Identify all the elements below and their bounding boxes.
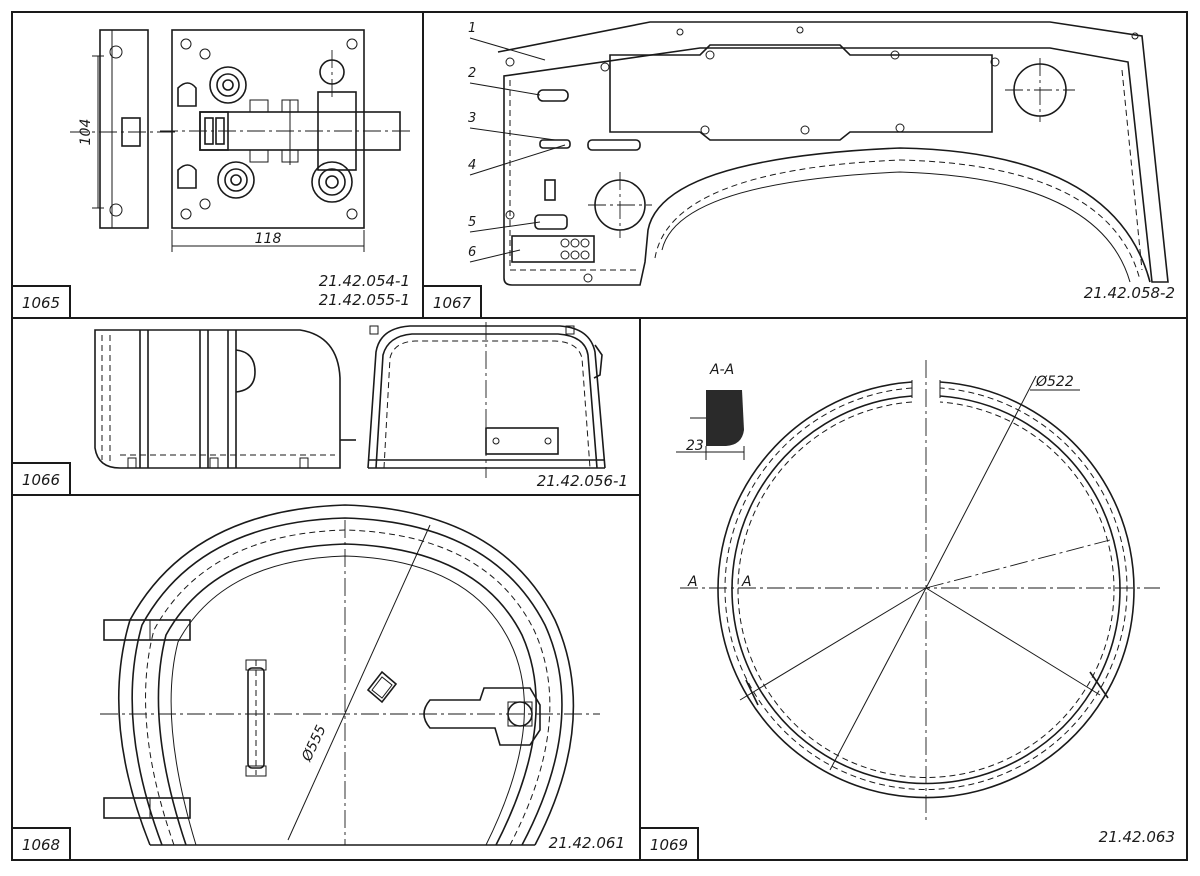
- part-number-21-42-056-1: 21.42.056-1: [537, 472, 628, 490]
- callout-4: 4: [468, 158, 476, 173]
- section-profile: [706, 390, 744, 446]
- front-view-1066: [367, 322, 606, 478]
- front-view-1065: 118: [160, 29, 410, 252]
- callout-2: 2: [468, 66, 476, 81]
- callout-5: 5: [468, 215, 476, 230]
- section-label-a-a: A-A: [709, 362, 734, 378]
- panel-fig-1065: 104: [11, 29, 410, 319]
- figure-number-1067: 1067: [433, 294, 472, 312]
- part-number-21-42-063: 21.42.063: [1099, 828, 1175, 846]
- dimension-104: 104: [78, 119, 94, 146]
- callout-1: 1: [468, 21, 476, 36]
- sheet-frame: [11, 11, 1188, 861]
- part-number-21-42-058-2: 21.42.058-2: [1084, 284, 1175, 302]
- part-number-21-42-055-1: 21.42.055-1: [319, 291, 410, 309]
- figure-number-1065: 1065: [22, 294, 60, 312]
- panel-fig-1066: 21.42.056-1 1066: [11, 322, 628, 496]
- figure-number-1069: 1069: [650, 836, 688, 854]
- part-number-21-42-054-1: 21.42.054-1: [319, 272, 410, 290]
- section-mark-a-right: A: [741, 574, 752, 590]
- callout-6: 6: [468, 245, 476, 260]
- side-view-1066: [94, 329, 356, 469]
- panel-fig-1067: 1 2 3 4 5 6 21.42.058-2 1067: [422, 21, 1175, 319]
- section-mark-a-left: A: [687, 574, 698, 590]
- figure-number-1066: 1066: [22, 471, 60, 489]
- panel-fig-1069: A-A 23 Ø522 A A 21.42.063 1069: [639, 360, 1175, 861]
- dimension-d522: Ø522: [1035, 374, 1074, 390]
- panel-fig-1068: Ø555 21.42.061 1068: [11, 504, 625, 861]
- part-number-21-42-061: 21.42.061: [549, 834, 625, 852]
- callout-3: 3: [468, 111, 476, 126]
- side-view-1065: 104: [70, 29, 175, 229]
- figure-number-1068: 1068: [22, 836, 60, 854]
- dimension-118: 118: [255, 231, 282, 247]
- dimension-23: 23: [686, 438, 704, 454]
